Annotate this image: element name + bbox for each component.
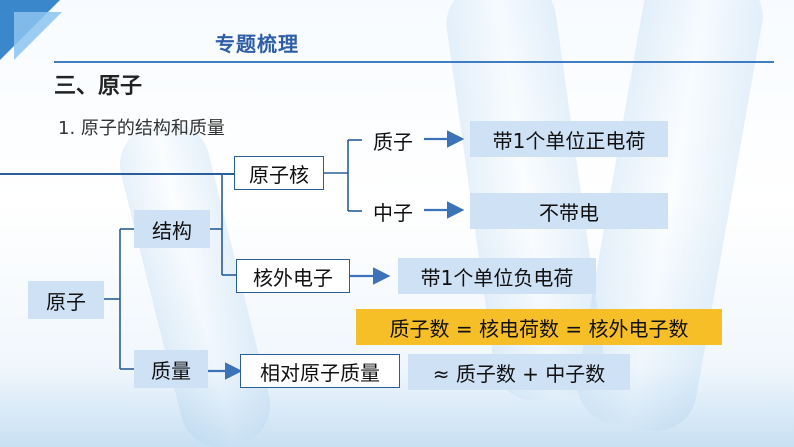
node-nucleus: 原子核 [234, 156, 324, 190]
node-electron: 核外电子 [236, 259, 350, 293]
charge-equality-box: 质子数 = 核电荷数 = 核外电子数 [356, 309, 722, 345]
node-relative-atomic-mass: 相对原子质量 [240, 354, 400, 388]
mass-formula-box: ≈ 质子数 + 中子数 [408, 354, 630, 390]
node-neutron: 中子 [373, 201, 413, 225]
node-proton: 质子 [373, 130, 413, 154]
page-header-title: 专题梳理 [215, 32, 299, 56]
header-corner-decoration-inner [14, 12, 62, 60]
node-atom: 原子 [28, 281, 104, 319]
header-divider [54, 61, 774, 63]
electron-charge-box: 带1个单位负电荷 [398, 258, 596, 294]
section-title: 三、原子 [54, 74, 143, 99]
node-mass: 质量 [134, 350, 208, 388]
neutron-charge-box: 不带电 [470, 193, 668, 229]
proton-charge-box: 带1个单位正电荷 [470, 121, 668, 157]
subsection-title: 1. 原子的结构和质量 [58, 118, 225, 139]
nucleus-leader-line [0, 173, 234, 175]
node-structure: 结构 [134, 210, 210, 248]
